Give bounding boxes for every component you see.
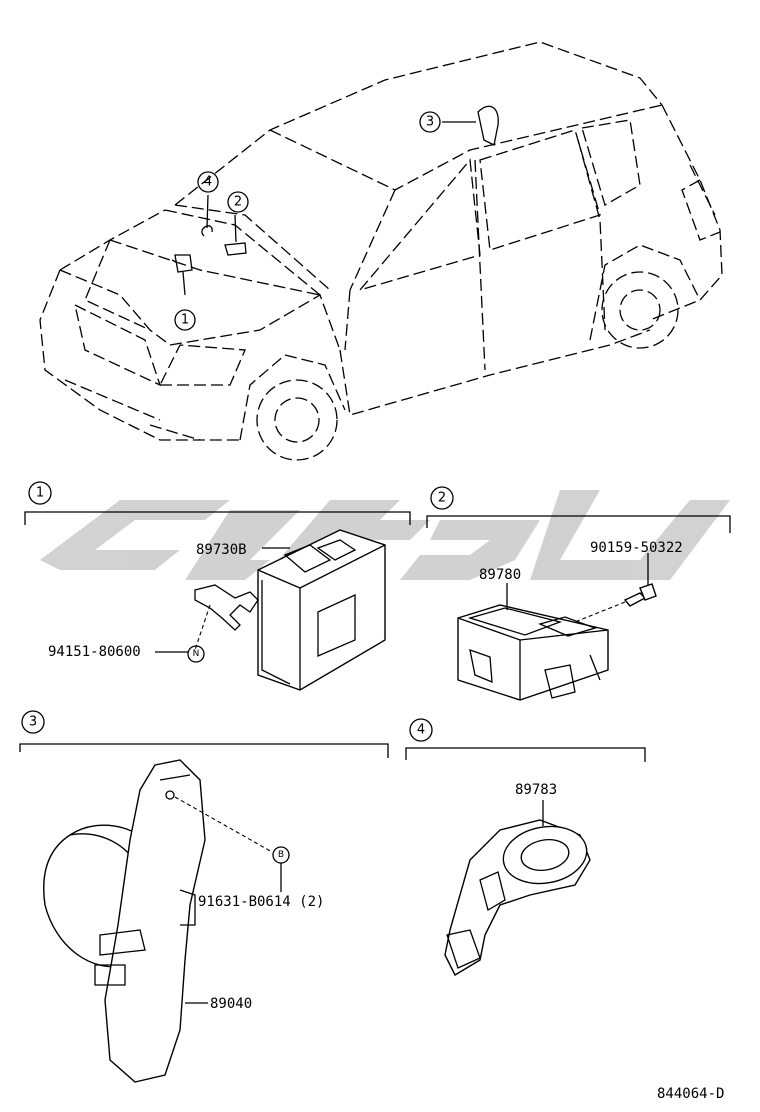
part-label-91631-b0614: 91631-B0614 (2) xyxy=(198,894,324,910)
part-label-89780: 89780 xyxy=(479,567,521,583)
car-callout-3: 3 xyxy=(419,111,441,133)
part-label-89040: 89040 xyxy=(210,996,252,1012)
horn-bracket xyxy=(104,759,206,1083)
section-3-number: 3 xyxy=(29,715,37,730)
part-label-94151-80600: 94151-80600 xyxy=(48,644,141,660)
section-4: 4 89783 xyxy=(405,718,646,976)
svg-text:3: 3 xyxy=(426,115,434,130)
figure-code: 844064-D xyxy=(657,1086,724,1102)
svg-text:1: 1 xyxy=(181,313,189,328)
vehicle-outline xyxy=(39,41,723,461)
car-callout-1: 1 xyxy=(174,309,196,331)
section-3: 3 B 89040 91631-B0614 (2) xyxy=(19,710,389,1083)
car-callouts: 1 2 3 4 xyxy=(174,111,441,331)
part-label-89730b: 89730B xyxy=(196,542,247,558)
clip-symbol: N xyxy=(193,649,200,659)
part-label-90159-50322: 90159-50322 xyxy=(590,540,683,556)
section-1: 1 N 89730B 94151-80600 xyxy=(24,481,411,691)
svg-text:4: 4 xyxy=(204,175,212,190)
screw-symbol: B xyxy=(278,850,284,860)
section-2-number: 2 xyxy=(438,491,446,506)
part-label-89783: 89783 xyxy=(515,782,557,798)
module-89780 xyxy=(457,604,609,701)
car-callout-2: 2 xyxy=(227,191,249,213)
section-4-number: 4 xyxy=(417,723,425,738)
section-1-number: 1 xyxy=(36,486,44,501)
car-callout-4: 4 xyxy=(197,171,219,193)
section-2: 2 89780 90159-50322 xyxy=(426,486,731,701)
svg-text:2: 2 xyxy=(234,195,242,210)
